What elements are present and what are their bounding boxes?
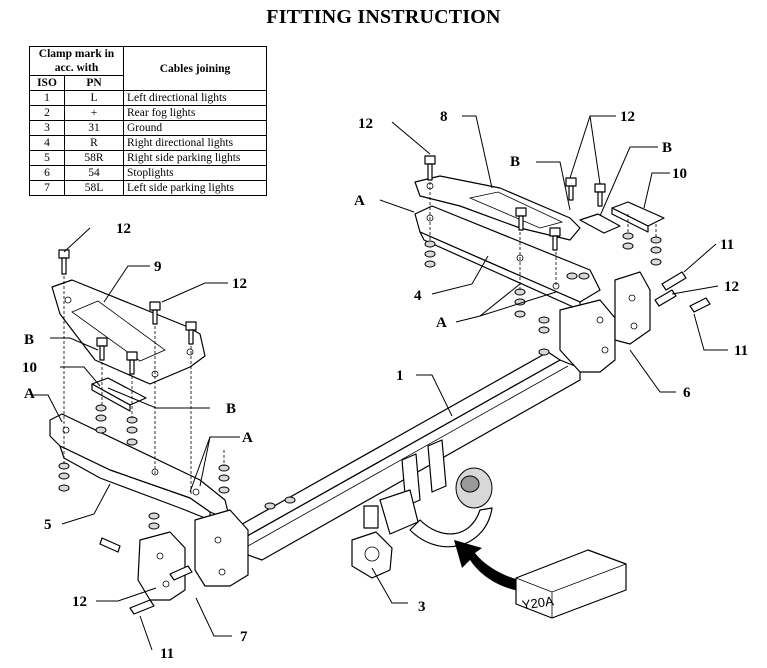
label-part-1: 1	[396, 368, 404, 384]
label-a-left: A	[24, 386, 35, 402]
label-a-right: A	[354, 193, 365, 209]
label-part-6: 6	[683, 385, 691, 401]
socket-3	[351, 505, 393, 579]
label-part-9: 9	[154, 259, 162, 275]
label-part-11-b: 11	[734, 343, 748, 359]
label-part-4: 4	[414, 288, 422, 304]
label-part-12-d: 12	[620, 109, 635, 125]
label-part-12-c: 12	[358, 116, 373, 132]
label-b-right: B	[510, 154, 520, 170]
label-part-12-f: 12	[72, 594, 87, 610]
curved-arrow-icon	[454, 540, 528, 592]
label-part-11-c: 11	[160, 646, 174, 662]
label-part-12-e: 12	[724, 279, 739, 295]
table-subheader-row: ISO PN	[29, 75, 267, 91]
label-b-right-2: B	[662, 140, 672, 156]
label-b-left: B	[24, 332, 34, 348]
left-plate-9	[51, 279, 206, 385]
label-a-right-2: A	[436, 315, 447, 331]
bolt-icon	[58, 155, 606, 375]
label-a-left-2: A	[242, 430, 253, 446]
main-crossbar-1	[227, 351, 581, 561]
label-part-12-b: 12	[232, 276, 247, 292]
assembly-guide-lines	[63, 182, 657, 494]
label-part-10-right: 10	[672, 166, 687, 182]
side-bolt-icon	[99, 271, 711, 615]
pn-header: PN	[64, 75, 124, 91]
cable-cell: Left side parking lights	[123, 180, 267, 196]
label-part-12-a: 12	[116, 221, 131, 237]
page-title: FITTING INSTRUCTION	[266, 6, 501, 28]
cable-joining-table: Clamp mark in acc. with Cables joining I…	[29, 46, 267, 196]
label-part-10-left: 10	[22, 360, 37, 376]
leader-lines	[32, 115, 728, 651]
table-row: 4 R Right directional lights	[29, 135, 267, 151]
cable-cell: Right side parking lights	[123, 150, 267, 166]
label-part-5: 5	[44, 517, 52, 533]
right-side-plate-6	[559, 271, 651, 373]
table-row: 5 58R Right side parking lights	[29, 150, 267, 166]
label-b-left-2: B	[226, 401, 236, 417]
table-row: 7 58L Left side parking lights	[29, 180, 267, 196]
label-part-11-a: 11	[720, 237, 734, 253]
left-side-plate-7	[137, 509, 249, 601]
tow-ball-assembly	[379, 439, 493, 548]
label-part-8: 8	[440, 109, 448, 125]
table-row: 3 31 Ground	[29, 120, 267, 136]
right-plate-4	[414, 205, 601, 311]
y20a-box-label: Y20A	[521, 593, 555, 612]
table-row: 2 + Rear fog lights	[29, 105, 267, 121]
label-part-3: 3	[418, 599, 426, 615]
pn-cell: 58R	[64, 150, 124, 166]
right-plate-10	[579, 201, 665, 234]
y20a-box	[515, 549, 627, 619]
nut-icon	[58, 232, 662, 530]
left-side-plate-5	[49, 413, 231, 521]
label-part-7: 7	[240, 629, 248, 645]
clamp-mark-header: Clamp mark in acc. with	[29, 46, 124, 76]
